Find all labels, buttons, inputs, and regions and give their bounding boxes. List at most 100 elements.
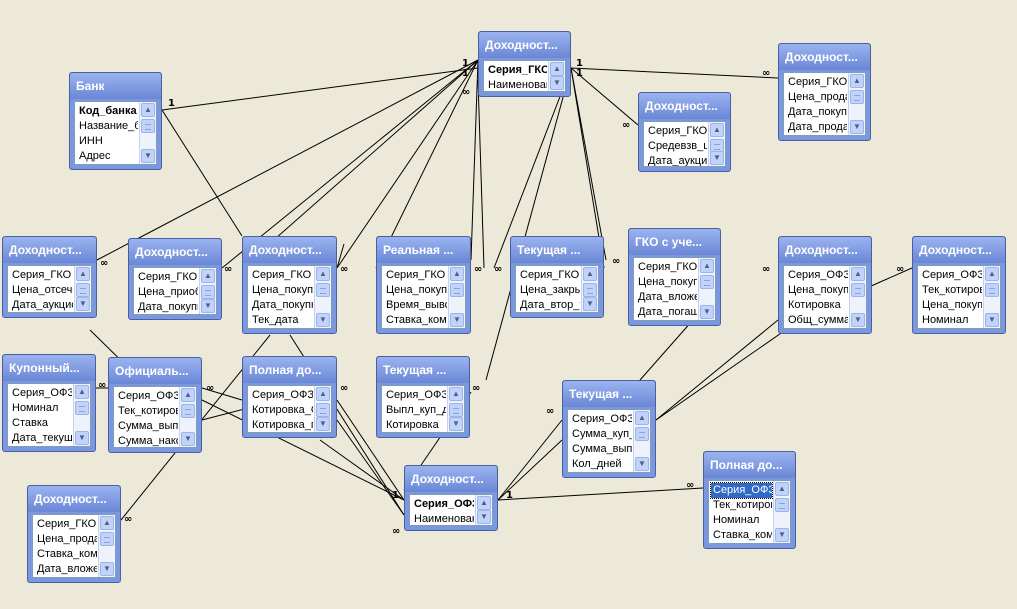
field-item[interactable]: Цена_продажи — [37, 533, 97, 545]
scroll-up-arrow-icon[interactable]: ▲ — [985, 267, 999, 281]
scroll-thumb[interactable] — [583, 283, 597, 297]
table-title[interactable]: Доходност... — [28, 486, 120, 512]
field-list-scrollbar[interactable]: ▲▼ — [74, 266, 91, 312]
scroll-down-arrow-icon[interactable]: ▼ — [316, 417, 330, 431]
field-item[interactable]: Дата_вложения — [638, 291, 697, 303]
field-item[interactable]: Серия_ГКО — [37, 518, 97, 530]
scroll-up-arrow-icon[interactable]: ▲ — [851, 267, 865, 281]
field-item[interactable]: Дата_вложения — [37, 563, 97, 575]
field-list-scrollbar[interactable]: ▲▼ — [199, 268, 216, 314]
field-item[interactable]: Серия_ОФЗ — [414, 498, 474, 510]
scroll-down-arrow-icon[interactable]: ▼ — [141, 149, 155, 163]
scroll-down-arrow-icon[interactable]: ▼ — [76, 297, 90, 311]
field-item[interactable]: Дата_аукциона — [12, 299, 73, 311]
field-list-scrollbar[interactable]: ▲▼ — [773, 481, 790, 543]
field-item[interactable]: Адрес — [79, 150, 111, 162]
table-title[interactable]: Доходност... — [243, 237, 336, 263]
table-window[interactable]: Полная до...Серия_ОФЗКотировка_ОФЗКотиро… — [242, 356, 337, 438]
field-item[interactable]: Выпл_куп_дох — [386, 404, 446, 416]
scroll-down-arrow-icon[interactable]: ▼ — [985, 313, 999, 327]
table-window[interactable]: Доходност...Серия_ОФЗНаименование▲▼ — [404, 465, 498, 531]
field-item[interactable]: Кол_дней — [572, 458, 622, 470]
field-item[interactable]: Дата_покупки — [138, 301, 198, 313]
scroll-thumb[interactable] — [316, 403, 330, 417]
scroll-thumb[interactable] — [775, 498, 789, 512]
field-item[interactable]: Ставка — [12, 417, 48, 429]
field-list[interactable]: Серия_ГКОНаименование▲▼ — [483, 60, 566, 92]
table-title[interactable]: Официаль... — [109, 358, 201, 384]
field-list-scrollbar[interactable]: ▲▼ — [698, 258, 715, 320]
table-window[interactable]: Доходност...Серия_ГКОЦена_приобрДата_пок… — [128, 238, 222, 320]
field-item[interactable]: Серия_ГКО — [386, 269, 446, 281]
scroll-thumb[interactable] — [201, 285, 215, 299]
field-item[interactable]: Цена_покупки — [252, 284, 313, 296]
field-item[interactable]: Серия_ГКО — [638, 261, 697, 273]
field-item[interactable]: Дата_аукциона — [648, 155, 707, 167]
field-item[interactable]: ИНН — [79, 135, 103, 147]
field-list[interactable]: Серия_ОФЗНаименование▲▼ — [409, 494, 493, 526]
scroll-down-arrow-icon[interactable]: ▼ — [583, 297, 597, 311]
field-item[interactable]: Тек_котировка — [118, 405, 178, 417]
field-list-scrollbar[interactable]: ▲▼ — [314, 386, 331, 432]
table-title[interactable]: Текущая ... — [377, 357, 469, 383]
field-item[interactable]: Тек_котировка — [713, 499, 772, 511]
scroll-thumb[interactable] — [141, 119, 155, 133]
field-item[interactable]: Номинал — [12, 402, 59, 414]
field-item[interactable]: Серия_ОФЗ — [572, 413, 632, 425]
table-window[interactable]: Доходност...Серия_ГКОЦена_продажиСтавка_… — [27, 485, 121, 583]
field-item[interactable]: Дата_продажи — [788, 121, 847, 133]
scroll-up-arrow-icon[interactable]: ▲ — [850, 74, 864, 88]
field-item[interactable]: Наименование — [414, 513, 474, 525]
scroll-up-arrow-icon[interactable]: ▲ — [201, 269, 215, 283]
scroll-up-arrow-icon[interactable]: ▲ — [181, 388, 195, 402]
field-item[interactable]: Дата_покупки — [788, 106, 847, 118]
scroll-down-arrow-icon[interactable]: ▼ — [850, 120, 864, 134]
field-list-scrollbar[interactable]: ▲▼ — [314, 266, 331, 328]
field-list[interactable]: Серия_ОФЗЦена_покупкиКотировкаОбщ_сумма▲… — [783, 265, 867, 329]
table-window[interactable]: Доходност...Серия_ГКОСредевзв_ценаДата_а… — [638, 92, 731, 172]
scroll-thumb[interactable] — [850, 90, 864, 104]
scroll-up-arrow-icon[interactable]: ▲ — [583, 267, 597, 281]
field-item[interactable]: Сумма_выплат — [118, 420, 178, 432]
table-title[interactable]: Доходност... — [779, 237, 871, 263]
scroll-down-arrow-icon[interactable]: ▼ — [851, 313, 865, 327]
field-item[interactable]: Сумма_выплат — [572, 443, 632, 455]
scroll-up-arrow-icon[interactable]: ▲ — [635, 411, 649, 425]
scroll-up-arrow-icon[interactable]: ▲ — [477, 496, 491, 510]
scroll-up-arrow-icon[interactable]: ▲ — [316, 267, 330, 281]
field-list[interactable]: Серия_ОФЗТек_котировкаЦена_покупкиНомина… — [917, 265, 1001, 329]
field-item[interactable]: Номинал — [713, 514, 760, 526]
field-item[interactable]: Серия_ОФЗ — [710, 482, 773, 499]
scroll-down-arrow-icon[interactable]: ▼ — [450, 313, 464, 327]
field-list[interactable]: Серия_ОФЗСумма_куп_дохСумма_выплатКол_дн… — [567, 409, 651, 473]
field-list-scrollbar[interactable]: ▲▼ — [179, 387, 196, 447]
table-title[interactable]: Реальная ... — [377, 237, 470, 263]
field-item[interactable]: Номинал — [922, 314, 969, 326]
scroll-down-arrow-icon[interactable]: ▼ — [181, 432, 195, 446]
field-list[interactable]: Серия_ГКОЦена_продажиСтавка_комиссииДата… — [32, 514, 116, 578]
field-item[interactable]: Тек_котировка — [922, 284, 982, 296]
field-item[interactable]: Средевзв_цена — [648, 140, 707, 152]
table-window[interactable]: Доходност...Серия_ОФЗТек_котировкаЦена_п… — [912, 236, 1006, 334]
table-window[interactable]: Текущая ...Серия_ГКОЦена_закрытияДата_вт… — [510, 236, 604, 318]
table-title[interactable]: ГКО с уче... — [629, 229, 720, 255]
table-window[interactable]: ГКО с уче...Серия_ГКОЦена_покупкиДата_вл… — [628, 228, 721, 326]
field-item[interactable]: Серия_ГКО — [138, 271, 198, 283]
scroll-thumb[interactable] — [181, 404, 195, 418]
field-list[interactable]: Серия_ОФЗТек_котировкаНоминалСтавка_коми… — [708, 480, 791, 544]
table-title[interactable]: Текущая ... — [563, 381, 655, 407]
scroll-thumb[interactable] — [851, 283, 865, 297]
table-title[interactable]: Текущая ... — [511, 237, 603, 263]
table-window[interactable]: Доходност...Серия_ГКОЦена_покупкиДата_по… — [242, 236, 337, 334]
scroll-up-arrow-icon[interactable]: ▲ — [75, 385, 89, 399]
field-list-scrollbar[interactable]: ▲▼ — [848, 73, 865, 135]
field-item[interactable]: Котировка — [788, 299, 841, 311]
field-list-scrollbar[interactable]: ▲▼ — [548, 61, 565, 91]
field-item[interactable]: Серия_ОФЗ — [252, 389, 313, 401]
scroll-down-arrow-icon[interactable]: ▼ — [635, 457, 649, 471]
scroll-down-arrow-icon[interactable]: ▼ — [201, 299, 215, 313]
